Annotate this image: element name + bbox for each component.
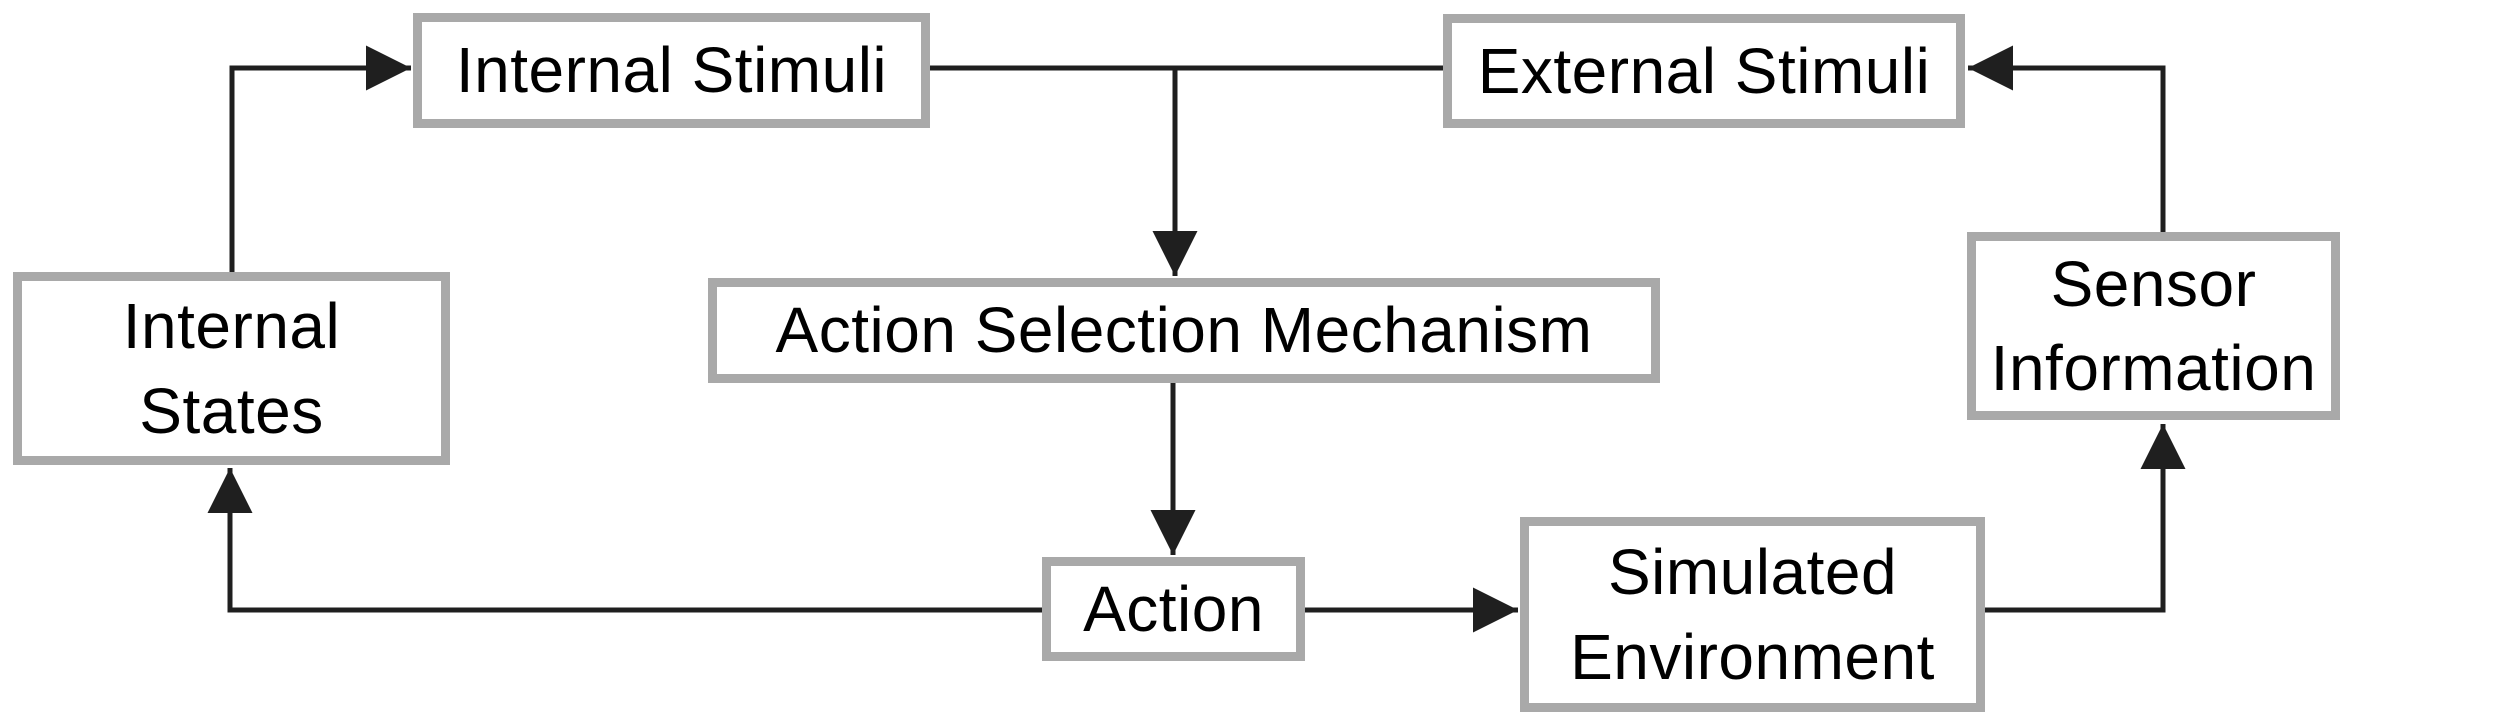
node-internal-stimuli: Internal Stimuli xyxy=(413,13,930,128)
node-simulated-environment-label: Simulated Environment xyxy=(1570,536,1935,693)
edge-sensor-information-to-external-stimuli-arrow xyxy=(1968,45,2166,234)
node-action-selection-mechanism: Action Selection Mechanism xyxy=(708,278,1660,383)
node-external-stimuli: External Stimuli xyxy=(1443,14,1965,128)
node-simulated-environment: Simulated Environment xyxy=(1520,517,1985,712)
node-action: Action xyxy=(1042,557,1305,661)
node-internal-states: Internal States xyxy=(13,272,450,465)
edge-simulated-environment-to-sensor-information-arrow xyxy=(1985,424,2186,613)
node-sensor-information: Sensor Information xyxy=(1967,232,2340,420)
node-action-selection-mechanism-label: Action Selection Mechanism xyxy=(775,294,1593,367)
edge-internal-states-to-internal-stimuli-arrow xyxy=(229,45,411,274)
node-internal-states-label: Internal States xyxy=(122,290,341,447)
node-action-label: Action xyxy=(1083,572,1264,645)
edge-action-to-internal-states-arrow xyxy=(207,468,1042,613)
node-internal-stimuli-label: Internal Stimuli xyxy=(455,34,888,107)
node-sensor-information-label: Sensor Information xyxy=(1990,247,2317,404)
node-external-stimuli-label: External Stimuli xyxy=(1477,34,1931,107)
